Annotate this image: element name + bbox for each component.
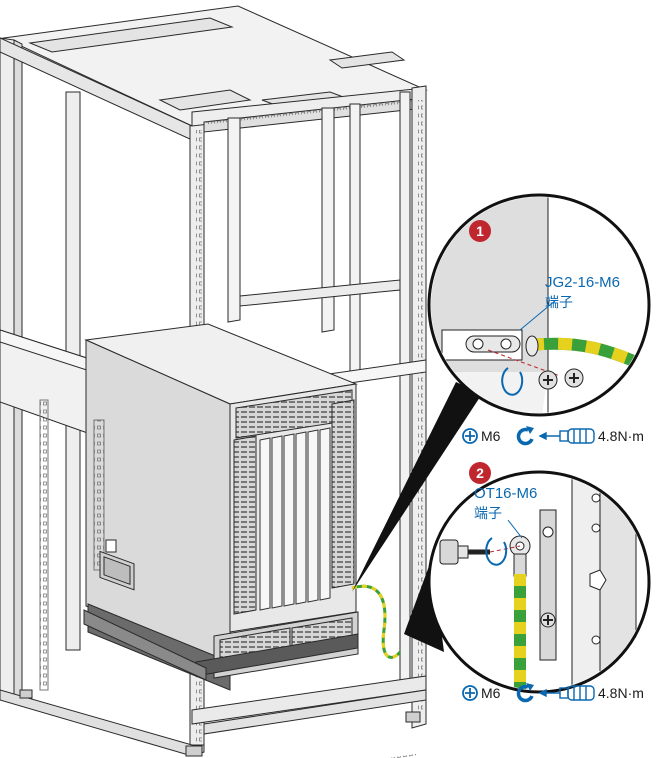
callout-2-terminal-model: OT16-M6 xyxy=(474,485,538,502)
callout-1-terminal-model: JG2-16-M6 xyxy=(545,274,621,291)
callout-1-terminal-word: 端子 xyxy=(545,294,573,310)
callout-1-pointer xyxy=(352,382,482,592)
m6-screw-icon xyxy=(538,368,584,390)
rotate-arrow-icon-2 xyxy=(485,537,508,566)
clockwise-arrow-icon xyxy=(516,684,534,703)
callout-2-torque: 4.8N·m xyxy=(598,685,644,701)
callout-1-torque: 4.8N·m xyxy=(598,428,644,444)
callout-2-magnifier xyxy=(427,470,651,694)
callout-2-terminal-word: 端子 xyxy=(474,505,502,521)
torque-row-1 xyxy=(462,426,595,446)
phillips-screw-icon xyxy=(462,685,478,701)
torque-screwdriver-icon xyxy=(538,428,595,444)
callout-2-screw-size: M6 xyxy=(481,685,501,701)
callout-1-screw-size: M6 xyxy=(481,428,501,444)
step-1-badge: 1 xyxy=(469,220,491,242)
line-cards xyxy=(259,427,331,611)
callout-1-magnifier xyxy=(427,193,651,417)
step-2-badge: 2 xyxy=(469,462,491,484)
torque-screwdriver-icon xyxy=(538,685,595,701)
clockwise-arrow-icon xyxy=(516,427,534,446)
rotate-arrow-icon xyxy=(501,367,524,396)
phillips-screw-icon xyxy=(462,428,478,444)
router-chassis xyxy=(83,323,359,691)
ground-cable xyxy=(351,584,402,659)
torque-row-2 xyxy=(462,683,595,703)
